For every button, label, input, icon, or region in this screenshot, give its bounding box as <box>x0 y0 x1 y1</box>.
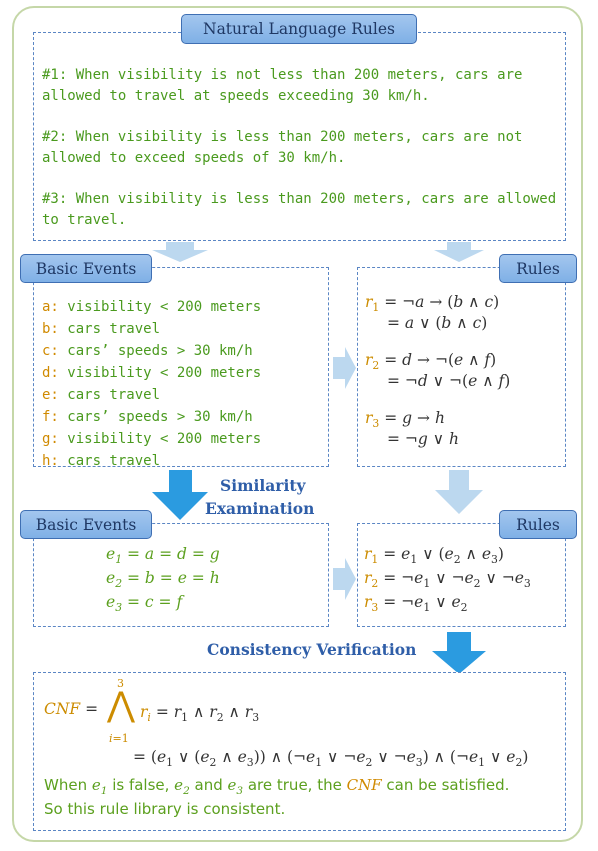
outer-frame <box>12 6 583 842</box>
arrow-down-similarity <box>152 470 208 520</box>
basic-event-g: g: visibility < 200 meters <box>42 429 261 450</box>
cnf-equation: CNF = <box>44 700 99 718</box>
conclusion-text: are true, the <box>243 776 347 794</box>
conclusion-cnf: CNF <box>346 776 382 794</box>
cnf-upper-limit: 3 <box>117 677 124 690</box>
merged-event-e1: e1 = a = d = g <box>106 545 220 567</box>
basic-events-label-top: Basic Events <box>20 254 152 283</box>
event-key: c: <box>42 343 59 359</box>
conclusion-text: When <box>44 776 92 794</box>
basic-event-f: f: cars’ speeds > 30 km/h <box>42 407 253 428</box>
rule-r1-formula: r1 = ¬a → (b ∧ c) <box>365 293 500 315</box>
conclusion-e1-symbol: e <box>91 776 101 794</box>
similarity-heading-line2: Examination <box>205 499 315 518</box>
basic-events-box-bottom <box>33 523 329 627</box>
event-text: visibility < 200 meters <box>58 365 262 381</box>
rules-label-bottom: Rules <box>499 510 577 539</box>
conclusion-text: and <box>189 776 228 794</box>
cnf-box <box>33 672 566 831</box>
rule-r2-formula: r2 = d → ¬(e ∧ f) <box>365 351 497 373</box>
conclusion-text: is false, <box>107 776 175 794</box>
conclusion-e1: e1 <box>91 776 108 797</box>
big-and-operator: ⋀ <box>107 685 135 725</box>
conclusion-e2-symbol: e <box>174 776 184 794</box>
nl-rule-2: #2: When visibility is less than 200 met… <box>42 129 523 166</box>
event-text: cars travel <box>58 321 161 337</box>
event-text: cars’ speeds > 30 km/h <box>58 409 253 425</box>
event-key: e: <box>42 387 59 403</box>
arrow-down-right-mid <box>435 470 483 514</box>
conclusion-line-1: When e1 is false, e2 and e3 are true, th… <box>44 774 509 803</box>
rule-r3-formula: r3 = g → h <box>365 409 445 431</box>
nl-rule-3: #3: When visibility is less than 200 met… <box>42 191 557 228</box>
natural-language-rules-label: Natural Language Rules <box>181 14 417 44</box>
rule-r3-merged: r3 = ¬e1 ∨ e2 <box>364 593 468 615</box>
rules-label-top: Rules <box>499 254 577 283</box>
conclusion-e3-symbol: e <box>227 776 237 794</box>
event-text: cars travel <box>58 387 161 403</box>
rule-r2-merged: r2 = ¬e1 ∨ ¬e2 ∨ ¬e3 <box>364 569 531 591</box>
event-key: a: <box>42 299 59 315</box>
basic-events-box-top <box>33 267 329 467</box>
rules-box-top <box>357 267 566 467</box>
event-key: g: <box>42 431 59 447</box>
conclusion-text: can be satisfied. <box>381 776 510 794</box>
consistency-heading: Consistency Verification <box>207 640 417 659</box>
event-text: cars travel <box>58 453 161 469</box>
event-key: d: <box>42 365 59 381</box>
basic-event-d: d: visibility < 200 meters <box>42 363 261 384</box>
basic-event-e: e: cars travel <box>42 385 160 406</box>
arrow-right-mid-bottom <box>333 558 356 600</box>
merged-event-e3: e3 = c = f <box>106 593 183 615</box>
rule-r3-cnf: = ¬g ∨ h <box>387 430 460 448</box>
conclusion-e2: e2 <box>174 776 190 797</box>
event-key: h: <box>42 453 59 469</box>
rule-r1-merged: r1 = e1 ∨ (e2 ∧ e3) <box>364 545 504 567</box>
basic-events-label-bottom: Basic Events <box>20 510 152 539</box>
merged-event-e2: e2 = b = e = h <box>106 569 220 591</box>
basic-event-h: h: cars travel <box>42 451 160 472</box>
rule-r2-cnf: = ¬d ∨ ¬(e ∧ f) <box>387 372 511 390</box>
event-key: f: <box>42 409 59 425</box>
event-text: visibility < 200 meters <box>58 299 262 315</box>
conclusion-line-2: So this rule library is consistent. <box>44 800 286 818</box>
arrow-down-consistency <box>432 632 486 674</box>
nl-rule-1: #1: When visibility is not less than 200… <box>42 67 523 104</box>
event-text: cars’ speeds > 30 km/h <box>58 343 253 359</box>
rule-r1-cnf: = a ∨ (b ∧ c) <box>387 314 488 332</box>
event-text: visibility < 200 meters <box>58 431 262 447</box>
event-key: b: <box>42 321 59 337</box>
cnf-expansion: ri = r1 ∧ r2 ∧ r3 <box>140 703 260 725</box>
similarity-heading-line1: Similarity <box>220 476 306 495</box>
arrow-down-left-top <box>152 242 208 262</box>
basic-event-a: a: visibility < 200 meters <box>42 297 261 318</box>
cnf-expanded-formula: = (e1 ∨ (e2 ∧ e3)) ∧ (¬e1 ∨ ¬e2 ∨ ¬e3) ∧… <box>133 748 529 770</box>
cnf-lower-limit: i=1 <box>109 732 129 745</box>
rules-box-bottom <box>357 523 566 627</box>
arrow-right-mid-top <box>333 347 356 389</box>
basic-event-c: c: cars’ speeds > 30 km/h <box>42 341 253 362</box>
conclusion-e3: e3 <box>227 776 244 797</box>
basic-event-b: b: cars travel <box>42 319 160 340</box>
arrow-down-right-top <box>434 242 484 262</box>
